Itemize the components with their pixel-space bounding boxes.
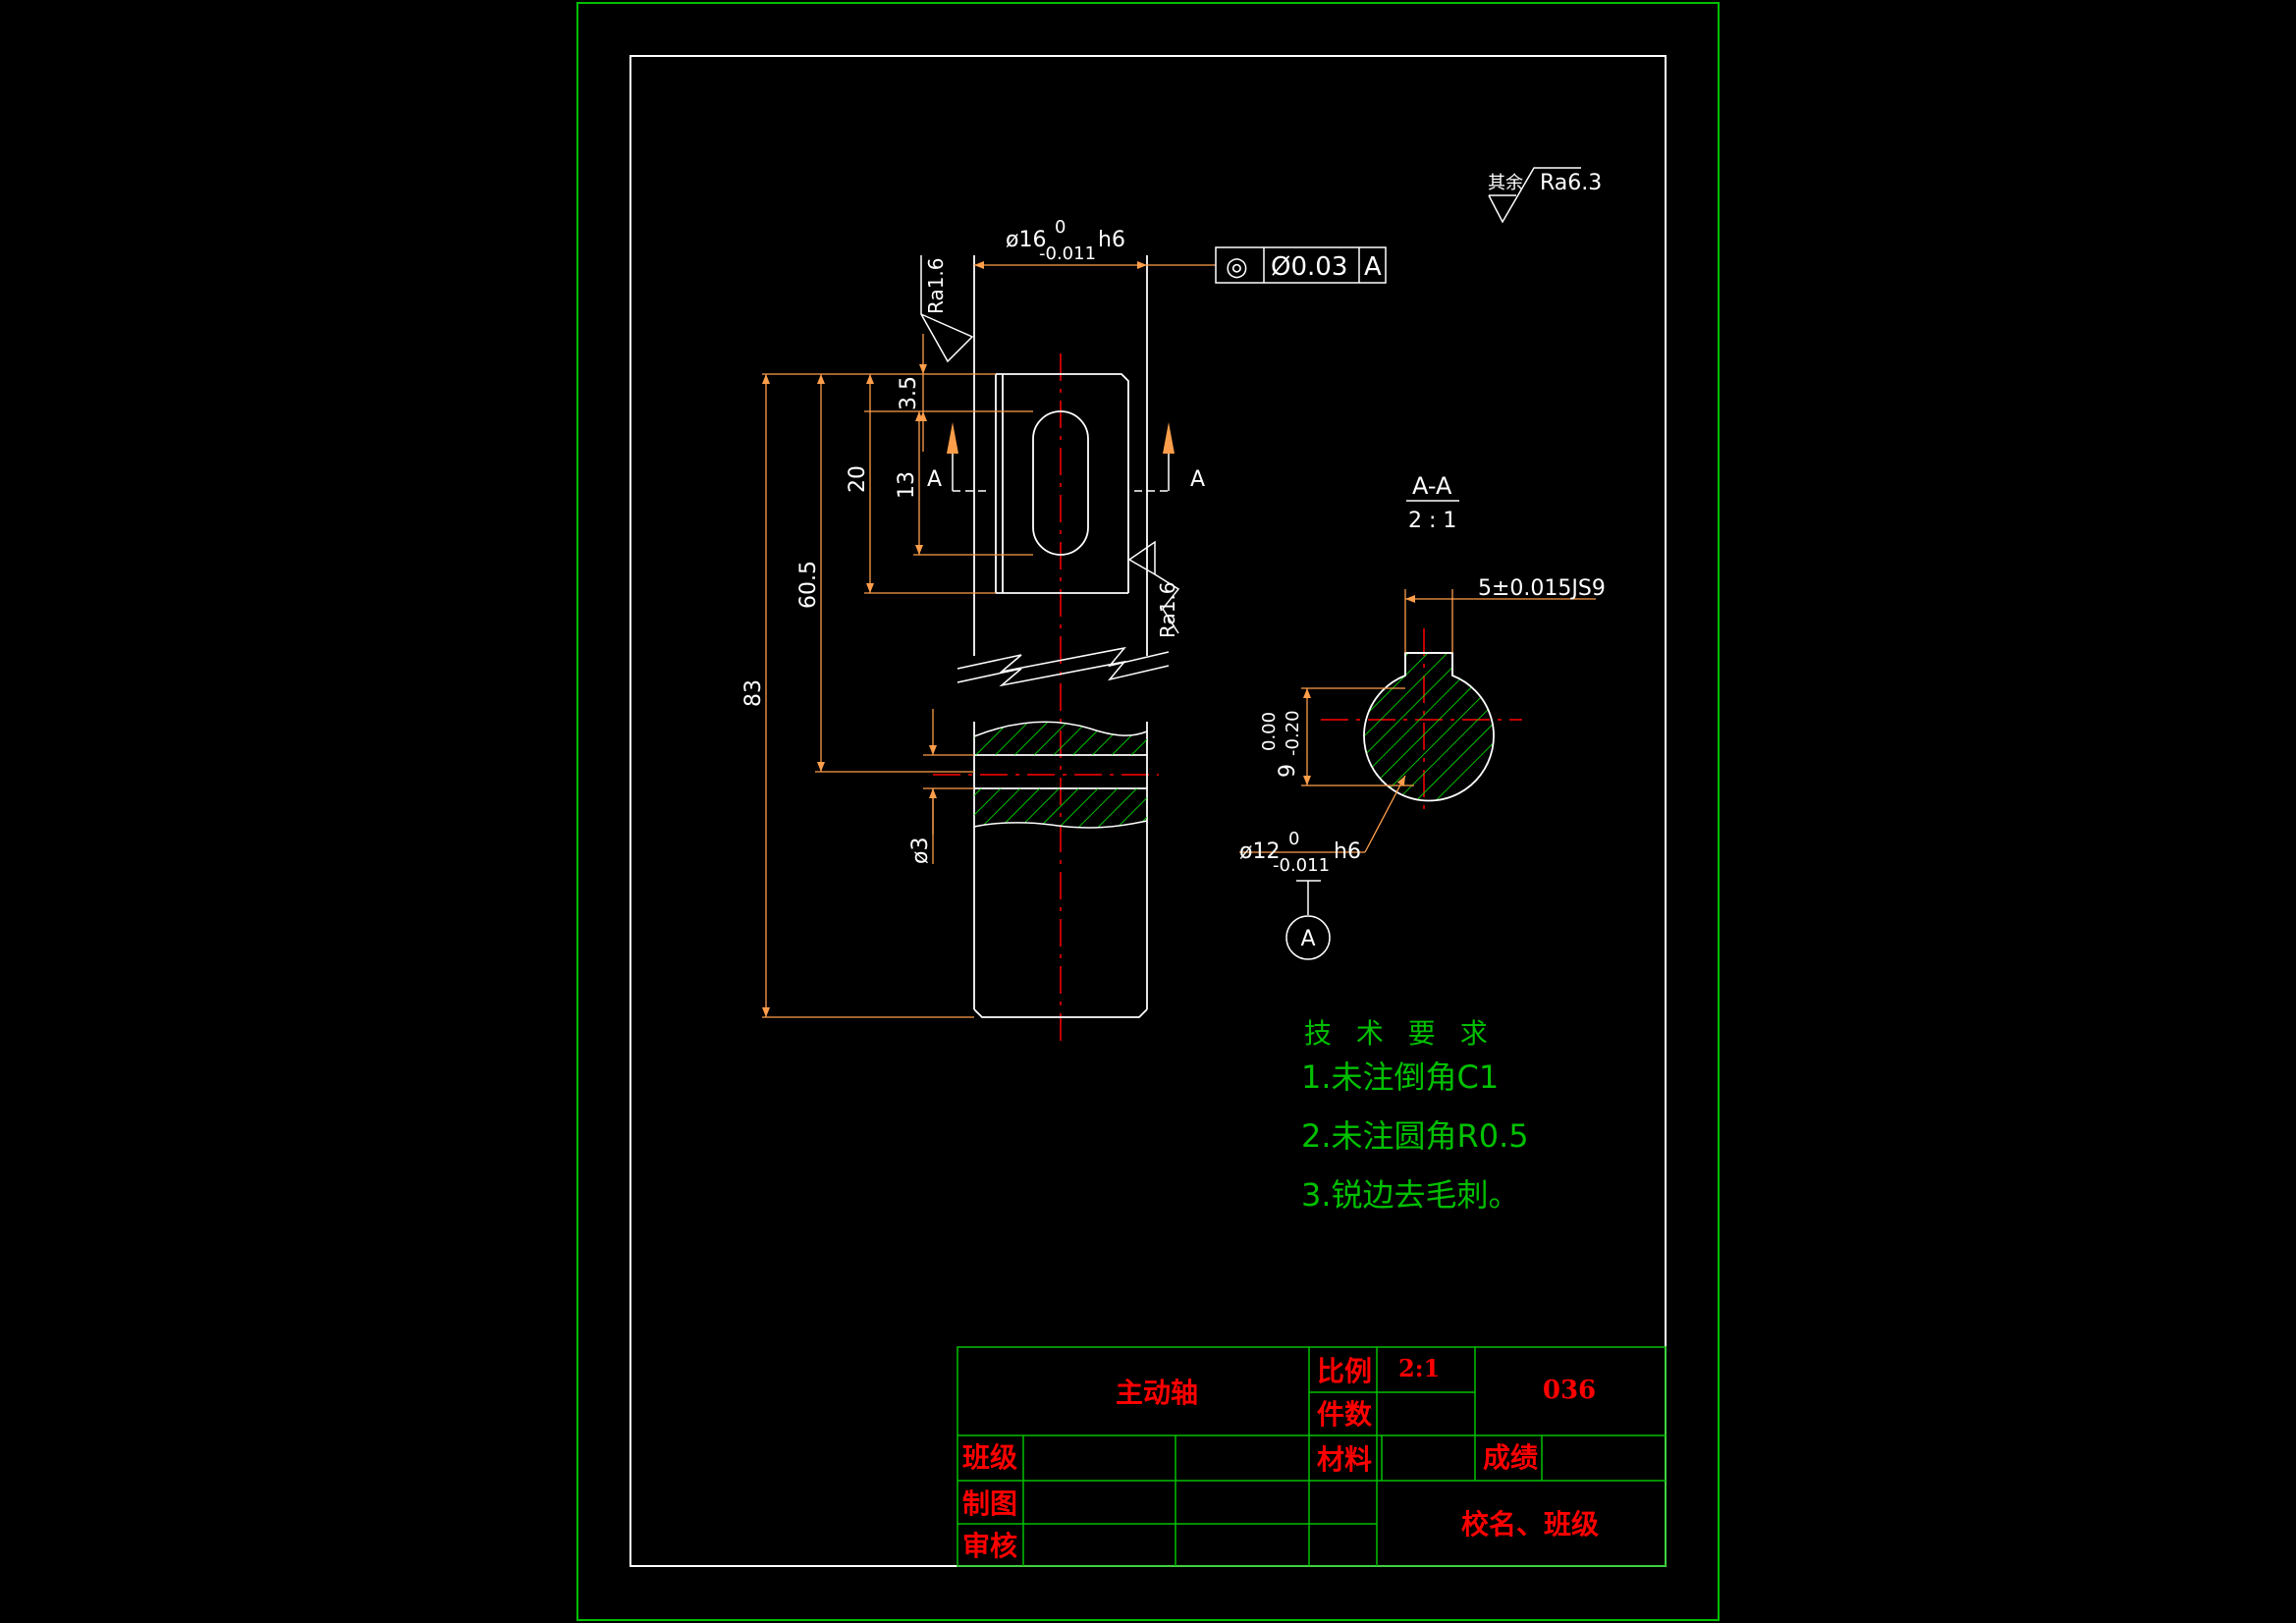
dim-13: 13 [895,471,919,499]
score-label: 成绩 [1483,1441,1538,1474]
scale-label: 比例 [1317,1355,1372,1387]
drawn-label: 制图 [962,1488,1017,1520]
section-diameter-upper: 0 [1288,829,1299,849]
section-depth-lower: -0.20 [1283,710,1303,756]
top-diameter-upper: 0 [1055,217,1066,238]
general-roughness-value: Ra6.3 [1540,171,1602,195]
section-key-width: 5±0.015JS9 [1478,576,1606,601]
keyway-roughness-symbol: Ra1.6 [1128,540,1180,638]
tech-requirements: 技 术 要 求 1.未注倒角C1 2.未注圆角R0.5 3.锐边去毛刺。 [1301,1017,1529,1214]
check-label: 审核 [962,1530,1017,1562]
class-label: 班级 [962,1441,1017,1474]
section-cut-marks: A A [927,422,1205,492]
top-diameter-main: ø16 [1006,228,1046,252]
tech-item-3: 3.锐边去毛刺。 [1301,1176,1520,1214]
break-lines [957,646,1170,687]
shaft-outline [973,255,1148,1018]
section-mark-right: A [1190,467,1205,492]
top-diameter-lower: -0.011 [1039,243,1096,264]
material-label: 材料 [1317,1443,1372,1476]
top-diameter-dim: ø16 0 -0.011 h6 [974,217,1216,269]
drawing-number: 036 [1543,1376,1596,1405]
general-roughness-symbol: 其余 Ra6.3 [1488,167,1602,224]
section-diameter-main: ø12 [1239,839,1280,864]
section-diameter-lower: -0.011 [1273,855,1330,876]
vertical-dimension-texts: 3.5 13 20 60.5 83 ø3 [741,376,933,864]
tech-title: 技 术 要 求 [1304,1017,1496,1050]
vertical-dimensions [762,334,1033,1018]
tech-item-2: 2.未注圆角R0.5 [1301,1117,1529,1155]
dim-3-5: 3.5 [897,376,921,410]
dim-hole: ø3 [908,838,933,864]
top-diameter-fit: h6 [1098,228,1125,252]
section-mark-left: A [927,467,942,492]
tolerance-datum: A [1364,252,1382,282]
section-view: A-A 2 : 1 5±0.015JS9 9 0.00 -0.20 ø12 0 … [1239,472,1606,960]
datum-label: A [1300,927,1315,951]
tech-item-1: 1.未注倒角C1 [1301,1058,1499,1096]
section-diameter-fit: h6 [1334,839,1361,864]
title-block: 主动轴 比例 2:1 件数 036 班级 材料 成绩 制图 审核 校名、班级 [957,1346,1667,1567]
school-label: 校名、班级 [1461,1508,1599,1541]
section-view-scale: 2 : 1 [1408,509,1456,533]
keyway-roughness-value: Ra1.6 [1156,581,1179,638]
general-roughness-prefix: 其余 [1488,173,1523,193]
dim-83: 83 [741,679,766,707]
hole-section [973,721,1148,829]
section-view-title: A-A [1412,472,1452,500]
concentricity-symbol: ◎ [1226,252,1248,282]
dim-60-5: 60.5 [796,561,821,609]
dim-20: 20 [846,465,870,493]
section-depth-upper: 0.00 [1259,712,1280,751]
inner-frame [629,55,1667,1567]
qty-label: 件数 [1317,1398,1373,1431]
part-name: 主动轴 [1116,1377,1198,1409]
tolerance-frame: ◎ Ø0.03 A [1215,246,1387,284]
tolerance-value: Ø0.03 [1271,252,1347,282]
top-roughness-value: Ra1.6 [924,257,948,314]
section-depth-main: 9 [1276,764,1300,778]
outer-frame [576,2,1720,1621]
top-roughness-symbol: Ra1.6 [920,255,974,363]
scale-value: 2:1 [1398,1354,1440,1382]
